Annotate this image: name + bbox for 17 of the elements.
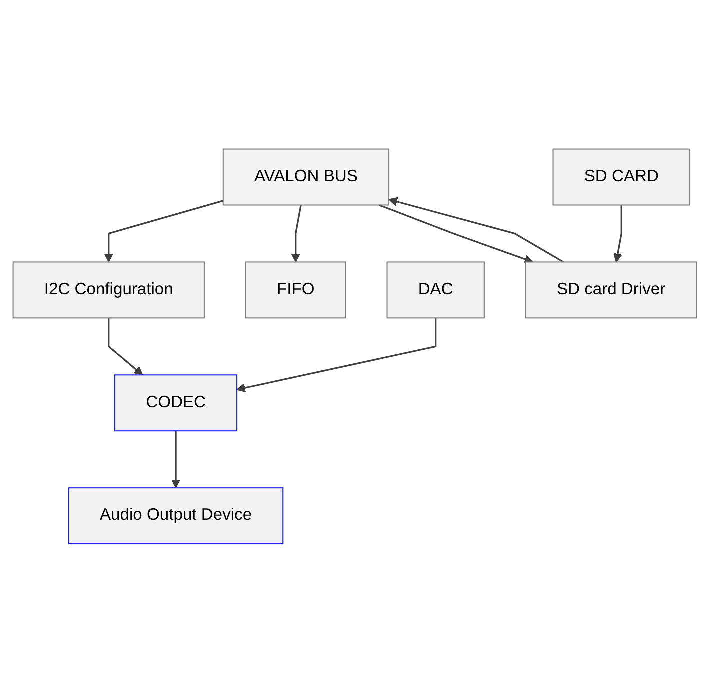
node-box <box>245 262 346 319</box>
node-box <box>386 262 485 319</box>
arrow <box>388 197 564 263</box>
node-box <box>114 374 238 432</box>
arrow <box>291 204 302 262</box>
arrow <box>378 204 534 264</box>
node-box <box>68 487 284 544</box>
arrow <box>613 205 622 262</box>
node-box <box>525 262 698 319</box>
node-box <box>12 262 205 319</box>
arrow <box>108 318 144 376</box>
arrow <box>236 318 437 392</box>
block-diagram: AVALON BUS I2C Configuration FIFO DAC SD card Driver CODEC SD CARD Audio Output Device <box>5 140 705 552</box>
arrow <box>171 430 181 488</box>
node-box <box>222 148 390 206</box>
arrow <box>104 200 224 262</box>
node-box <box>552 148 691 206</box>
